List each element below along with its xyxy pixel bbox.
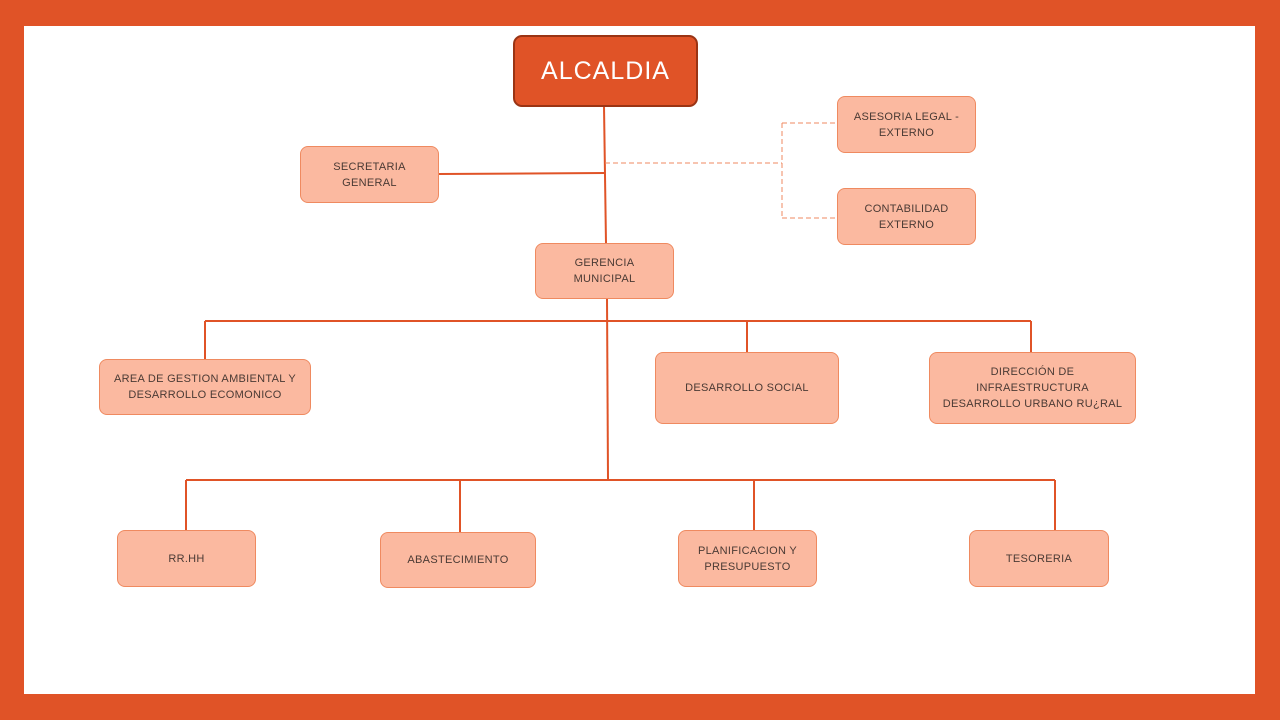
node-gestion-ambiental: AREA DE GESTION AMBIENTAL Y DESARROLLO E… [99,359,311,415]
org-chart-canvas: ALCALDIA SECRETARIA GENERAL ASESORIA LEG… [24,26,1255,694]
connector-secretaria [437,172,606,175]
node-planificacion: PLANIFICACION Y PRESUPUESTO [678,530,817,587]
node-contabilidad: CONTABILIDAD EXTERNO [837,188,976,245]
node-rrhh: RR.HH [117,530,256,587]
connector-lines [185,105,1056,532]
node-gerencia-municipal: GERENCIA MUNICIPAL [535,243,674,299]
node-alcaldia: ALCALDIA [513,35,698,107]
connector-root-to-gerencia [603,105,607,245]
node-infraestructura: DIRECCIÓN DE INFRAESTRUCTURA DESARROLLO … [929,352,1136,424]
node-secretaria-general: SECRETARIA GENERAL [300,146,439,203]
node-desarrollo-social: DESARROLLO SOCIAL [655,352,839,424]
node-tesoreria: TESORERIA [969,530,1109,587]
connector-gerencia-trunk [606,297,609,480]
node-abastecimiento: ABASTECIMIENTO [380,532,536,588]
node-asesoria-legal: ASESORIA LEGAL - EXTERNO [837,96,976,153]
